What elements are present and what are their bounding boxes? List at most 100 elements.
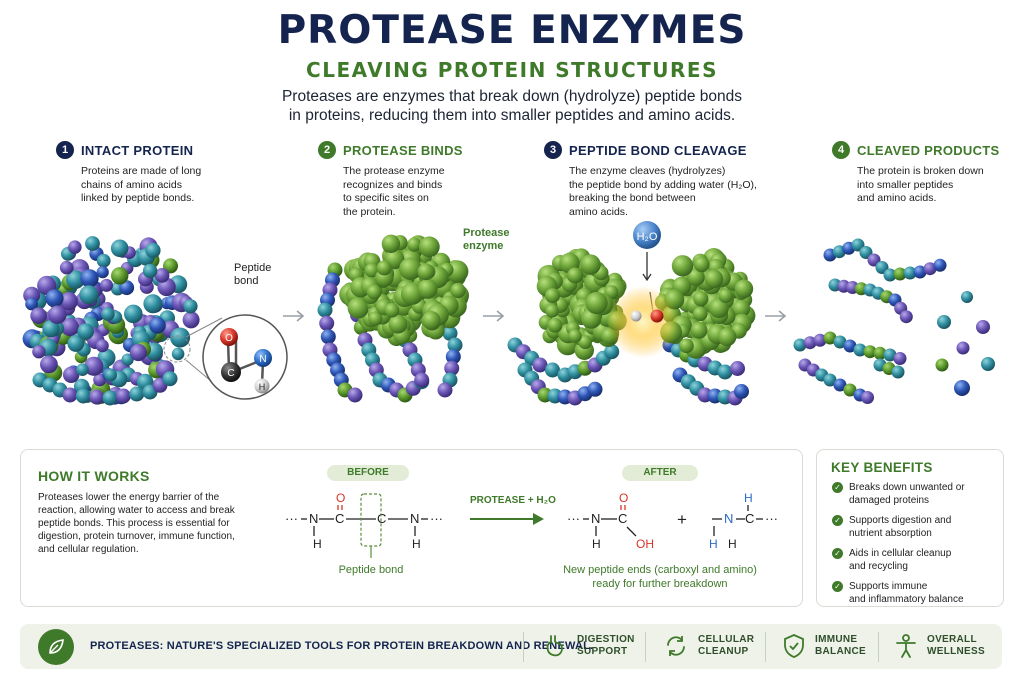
step-2-title: PROTEASE BINDS xyxy=(343,142,463,158)
reaction-arrow-label: PROTEASE + H₂O xyxy=(470,495,556,506)
before-c-1: C xyxy=(335,511,344,526)
step-2-number: 2 xyxy=(318,141,336,159)
after-n-1: N xyxy=(591,511,600,526)
step-4: 4 CLEAVED PRODUCTS The protein is broken… xyxy=(832,141,1000,206)
step-3-title: PEPTIDE BOND CLEAVAGE xyxy=(569,142,747,158)
before-dots-right: ··· xyxy=(430,511,443,526)
before-pill: BEFORE xyxy=(327,465,409,481)
step-1: 1 INTACT PROTEIN Proteins are made of lo… xyxy=(56,141,201,206)
footer-divider xyxy=(523,632,524,662)
water-arrow xyxy=(642,252,652,282)
after-h-1: H xyxy=(592,537,601,551)
carbon-atom xyxy=(221,362,241,382)
oxygen-atom xyxy=(220,328,238,346)
peptide-bond-caption: Peptide bond xyxy=(338,564,404,576)
before-c-2: C xyxy=(377,511,386,526)
step-4-number: 4 xyxy=(832,141,850,159)
after-n-2: N xyxy=(724,511,733,526)
stomach-icon xyxy=(546,635,563,657)
key-benefits-panel xyxy=(816,449,1004,607)
footer-divider xyxy=(765,632,766,662)
after-oh: OH xyxy=(636,537,654,551)
page-subtitle: CLEAVING PROTEIN STRUCTURES xyxy=(306,58,718,82)
shield-check-icon xyxy=(784,634,804,658)
footer-bar xyxy=(20,624,1002,669)
after-c-2: C xyxy=(745,511,754,526)
cleaved-product-chains xyxy=(793,238,995,404)
after-h-top: H xyxy=(744,491,753,505)
protease-enzyme-blob xyxy=(339,234,470,347)
how-it-works-title: HOW IT WORKS xyxy=(38,468,150,484)
arrow-step-3-4 xyxy=(765,310,787,322)
before-n-2: N xyxy=(410,511,419,526)
recycle-icon xyxy=(667,636,685,656)
after-o-1: O xyxy=(619,491,628,505)
page-title: PROTEASE ENZYMES xyxy=(277,8,747,53)
atom-h-label: H xyxy=(259,382,266,392)
after-pill: AFTER xyxy=(622,465,698,481)
after-caption: New peptide ends (carboxyl and amino)rea… xyxy=(563,564,757,590)
atom-n-label: N xyxy=(259,354,266,365)
atom-o-label: O xyxy=(225,333,233,344)
nitrogen-atom xyxy=(254,349,272,367)
before-n-1: N xyxy=(309,511,318,526)
before-o-1: O xyxy=(336,491,345,505)
cleavage-glow xyxy=(607,286,679,358)
hydrogen-atom xyxy=(254,378,270,394)
before-dots-left: ··· xyxy=(285,511,298,526)
intro-text: Proteases are enzymes that break down (h… xyxy=(281,88,743,124)
after-c-1: C xyxy=(618,511,627,526)
footer-divider xyxy=(645,632,646,662)
step-3-number: 3 xyxy=(544,141,562,159)
check-icon: ✓ xyxy=(832,581,843,592)
water-molecule xyxy=(633,221,661,249)
after-plus: + xyxy=(677,510,687,529)
step-3-desc: The enzyme cleaves (hydrolyzes)the pepti… xyxy=(569,165,757,218)
key-benefits-title: KEY BENEFITS xyxy=(831,460,933,475)
arrow-step-2-3 xyxy=(483,310,505,322)
check-icon: ✓ xyxy=(832,482,843,493)
before-h-2: H xyxy=(412,537,421,551)
step-4-title: CLEAVED PRODUCTS xyxy=(857,142,1000,158)
water-label: H₂O xyxy=(637,231,658,243)
leaf-icon xyxy=(38,629,74,665)
footer-divider xyxy=(878,632,879,662)
magnify-source-ring xyxy=(163,335,191,363)
magnify-line-top xyxy=(185,317,223,338)
after-dots-left: ··· xyxy=(567,511,580,526)
arrow-step-1-2 xyxy=(283,310,305,322)
atom-c-label: C xyxy=(227,368,234,379)
footer-tagline: PROTEASES: NATURE'S SPECIALIZED TOOLS FO… xyxy=(90,640,594,652)
step-3: 3 PEPTIDE BOND CLEAVAGE The enzyme cleav… xyxy=(544,141,757,219)
how-it-works-desc: Proteases lower the energy barrier of th… xyxy=(38,492,235,555)
cleave-oxygen-atom xyxy=(650,309,664,323)
before-h-1: H xyxy=(313,537,322,551)
after-dots-right: ··· xyxy=(765,511,778,526)
intact-protein-globule xyxy=(22,236,200,406)
check-icon: ✓ xyxy=(832,548,843,559)
step-1-number: 1 xyxy=(56,141,74,159)
step-1-title: INTACT PROTEIN xyxy=(81,142,194,158)
cleave-hydrogen-atom xyxy=(630,310,642,322)
person-icon xyxy=(896,634,916,658)
check-icon: ✓ xyxy=(832,515,843,526)
after-h-2: H xyxy=(728,537,737,551)
after-h-amine: H xyxy=(709,537,718,551)
